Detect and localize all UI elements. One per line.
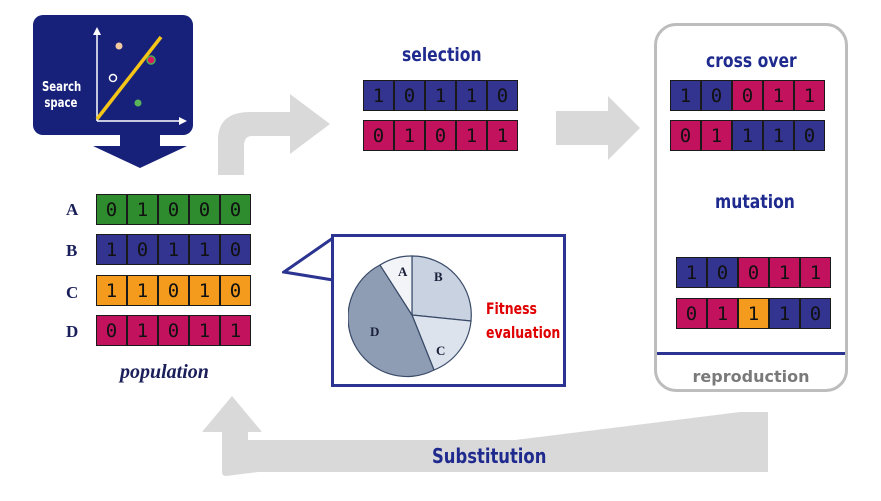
gene-bit: 0: [738, 257, 769, 288]
search-space-plot: [93, 27, 187, 125]
population-label-a: A: [66, 200, 79, 219]
population-label-b: B: [66, 241, 78, 260]
mutation-title: mutation: [715, 191, 795, 213]
gene-bit: 1: [394, 120, 425, 151]
gene-bit: 1: [676, 257, 707, 288]
gene-bit: 1: [189, 234, 220, 265]
gene-bit: 0: [363, 120, 394, 151]
search-trend-line: [95, 35, 163, 121]
gene-bit: 0: [701, 80, 732, 111]
gene-bit: 1: [456, 120, 487, 151]
gene-bit: 0: [96, 315, 127, 346]
callout-pointer: [282, 236, 334, 282]
gene-bit: 0: [794, 120, 825, 151]
gene-bit: 1: [800, 257, 831, 288]
fitness-pie-chart: A B C D: [348, 255, 472, 378]
gene-bit: 1: [189, 275, 220, 306]
point-3: [108, 73, 118, 83]
arrow-to-selection: [218, 94, 330, 175]
gene-bit: 1: [96, 234, 127, 265]
point-2: [146, 55, 156, 65]
pie-slice-d: [348, 264, 435, 378]
gene-bit: 0: [220, 234, 251, 265]
pie-label-d: D: [370, 324, 379, 339]
gene-bit: 0: [127, 234, 158, 265]
point-1: [115, 42, 123, 50]
fitness-evaluation-box: A B C D Fitness evaluation: [331, 234, 566, 387]
gene-bit: 0: [189, 194, 220, 225]
gene-bit: 1: [220, 315, 251, 346]
pie-slice-a: [379, 255, 413, 318]
gene-bit: 0: [425, 120, 456, 151]
gene-bit: 0: [220, 275, 251, 306]
gene-bit: 0: [676, 298, 707, 329]
gene-bit: 0: [394, 80, 425, 111]
gene-bit: 1: [763, 80, 794, 111]
gene-bit: 1: [158, 234, 189, 265]
arrow-search-down: [93, 134, 187, 168]
crossover-title: cross over: [706, 50, 797, 72]
gene-bit: 1: [189, 315, 220, 346]
gene-bit: 1: [127, 275, 158, 306]
gene-bit: 1: [127, 194, 158, 225]
gene-bit: 1: [127, 315, 158, 346]
substitution-label: Substitution: [432, 444, 547, 468]
population-label-d: D: [66, 322, 79, 341]
gene-bit: 1: [670, 80, 701, 111]
gene-bit: 0: [158, 275, 189, 306]
gene-bit: 0: [158, 194, 189, 225]
gene-bit: 0: [800, 298, 831, 329]
gene-bit: 0: [670, 120, 701, 151]
pie-label-a: A: [398, 264, 408, 279]
gene-bit: 1: [425, 80, 456, 111]
reproduction-label: reproduction: [692, 367, 810, 386]
population-caption: population: [120, 361, 209, 383]
gene-bit: 1: [769, 298, 800, 329]
selection-title: selection: [402, 44, 482, 66]
gene-bit: 1: [363, 80, 394, 111]
gene-bit: 1: [763, 120, 794, 151]
gene-bit: 0: [732, 80, 763, 111]
gene-bit: 1: [456, 80, 487, 111]
gene-bit: 1: [96, 275, 127, 306]
gene-bit: 1: [738, 298, 769, 329]
point-4: [134, 99, 142, 107]
fitness-label-2: evaluation: [486, 323, 561, 342]
pie-label-b: B: [434, 269, 443, 284]
gene-bit: 0: [707, 257, 738, 288]
gene-bit: 1: [794, 80, 825, 111]
gene-bit: 1: [487, 120, 518, 151]
gene-bit: 0: [487, 80, 518, 111]
gene-bit: 1: [707, 298, 738, 329]
gene-bit: 1: [769, 257, 800, 288]
search-space-label-1: Search: [42, 80, 82, 95]
pie-slice-c: [411, 314, 472, 371]
gene-bit: 0: [96, 194, 127, 225]
reproduction-divider: [657, 352, 845, 355]
search-space-panel: Search space: [33, 15, 193, 135]
gene-bit: 1: [701, 120, 732, 151]
gene-bit: 0: [220, 194, 251, 225]
arrow-to-crossover: [556, 96, 640, 160]
pie-slice-b: [411, 255, 472, 322]
gene-bit: 0: [158, 315, 189, 346]
pie-label-c: C: [436, 343, 445, 358]
population-label-c: C: [66, 283, 79, 302]
search-space-label-2: space: [44, 96, 78, 111]
gene-bit: 1: [732, 120, 763, 151]
fitness-label-1: Fitness: [486, 299, 537, 318]
